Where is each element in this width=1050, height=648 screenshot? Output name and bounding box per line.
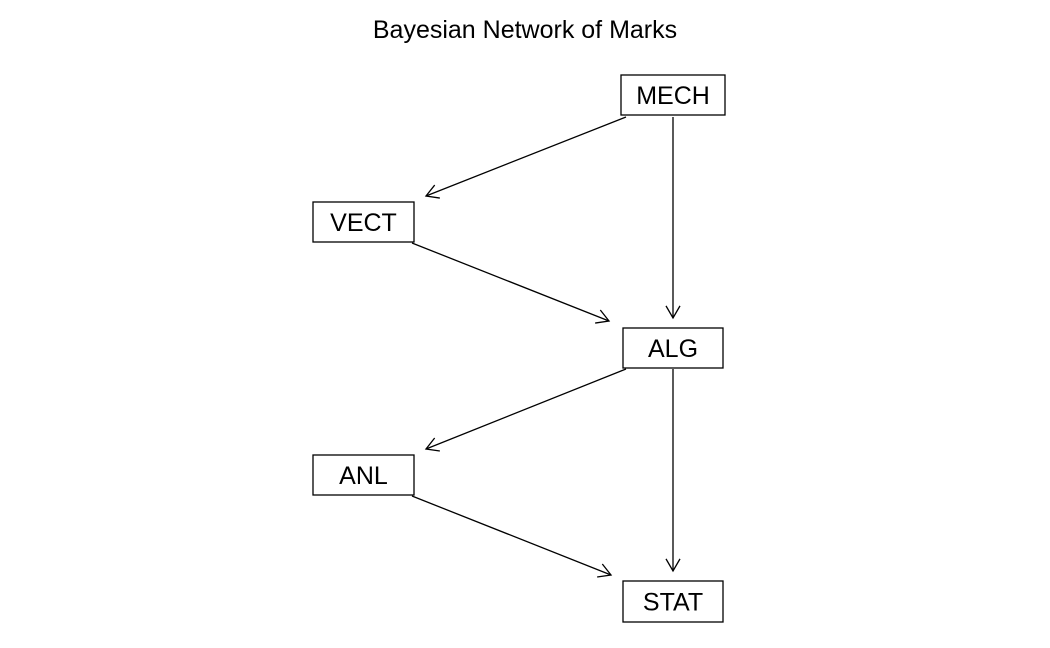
edge-line xyxy=(425,116,627,197)
node-label: VECT xyxy=(330,209,397,237)
edge-line xyxy=(411,242,610,322)
node-label: MECH xyxy=(636,82,710,110)
edge-vect-to-alg xyxy=(411,242,611,324)
node-box xyxy=(312,201,415,243)
edge-line xyxy=(425,368,627,450)
node-alg: ALG xyxy=(622,327,724,369)
nodes-layer: MECH VECT ALG ANL STAT xyxy=(312,74,726,623)
node-stat: STAT xyxy=(622,580,724,623)
arrowhead-icon xyxy=(665,558,681,573)
node-box xyxy=(622,580,724,623)
edge-mech-to-vect xyxy=(424,116,627,199)
node-vect: VECT xyxy=(312,201,415,243)
node-label: ALG xyxy=(648,335,698,363)
arrowhead-icon xyxy=(665,305,681,320)
edge-mech-to-alg xyxy=(665,117,681,320)
edge-line xyxy=(411,495,612,576)
node-label: ANL xyxy=(339,462,388,490)
arrowhead-icon xyxy=(595,309,611,324)
edge-alg-to-anl xyxy=(424,368,627,452)
node-box xyxy=(620,74,726,116)
arrowhead-icon xyxy=(424,437,440,452)
node-mech: MECH xyxy=(620,74,726,116)
node-label: STAT xyxy=(643,589,703,617)
node-box xyxy=(312,454,415,496)
edge-anl-to-stat xyxy=(411,495,613,578)
arrowhead-icon xyxy=(597,563,613,578)
diagram-title: Bayesian Network of Marks xyxy=(373,16,677,44)
edges-layer xyxy=(411,116,681,578)
node-box xyxy=(622,327,724,369)
arrowhead-icon xyxy=(424,184,440,199)
edge-alg-to-stat xyxy=(665,369,681,573)
node-anl: ANL xyxy=(312,454,415,496)
